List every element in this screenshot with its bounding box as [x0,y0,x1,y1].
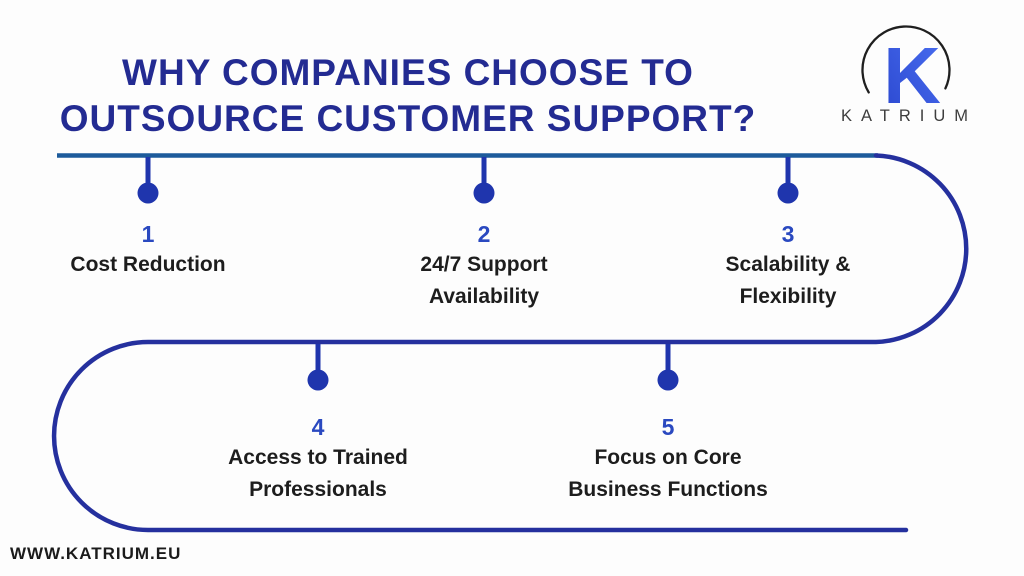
logo-k-letter-icon: K [883,31,941,120]
milestone-dot-icon [137,182,159,204]
page-title-line1: WHY COMPANIES CHOOSE TO [122,52,694,93]
milestone-label-line2: Availability [428,285,540,308]
milestone-label-line1: Access to Trained [228,446,408,469]
milestone-number: 4 [311,414,325,440]
milestone-dot-icon [307,369,329,391]
milestone-item-trained-professionals: 4 Access to Trained Professionals [203,412,433,506]
milestone-number: 3 [781,221,795,247]
milestone-marker-5 [657,344,679,391]
milestone-marker-4 [307,344,329,391]
page-title-line2: OUTSOURCE CUSTOMER SUPPORT? [59,98,757,139]
milestone-number: 2 [477,221,491,247]
milestone-marker-3 [777,157,799,204]
milestone-item-core-business-focus: 5 Focus on Core Business Functions [553,412,783,506]
timeline-curve-path [51,153,969,533]
milestone-label-line2: Business Functions [568,478,768,501]
milestone-label-line1: Focus on Core [594,446,742,469]
milestone-item-cost-reduction: 1 Cost Reduction [33,219,263,281]
katrium-logo: K KATRIUM [841,25,977,125]
milestone-marker-1 [137,157,159,204]
page-title: WHY COMPANIES CHOOSE TO OUTSOURCE CUSTOM… [0,50,816,142]
logo-circle-arc-icon [861,25,951,94]
logo-wordmark: KATRIUM [841,107,977,125]
milestone-number: 5 [661,414,675,440]
milestone-number: 1 [141,221,155,247]
milestone-dot-icon [473,182,495,204]
website-url: WWW.KATRIUM.EU [10,544,182,563]
milestone-label-line1: Cost Reduction [70,253,226,276]
milestone-item-scalability-flexibility: 3 Scalability & Flexibility [673,219,903,313]
milestone-dot-icon [657,369,679,391]
milestone-item-support-availability: 2 24/7 Support Availability [369,219,599,313]
milestone-label-line1: 24/7 Support [420,253,548,276]
milestone-marker-2 [473,157,495,204]
milestone-label-line1: Scalability & [725,253,851,276]
milestone-dot-icon [777,182,799,204]
milestone-label-line2: Professionals [249,478,387,501]
milestone-label-line2: Flexibility [739,285,837,308]
